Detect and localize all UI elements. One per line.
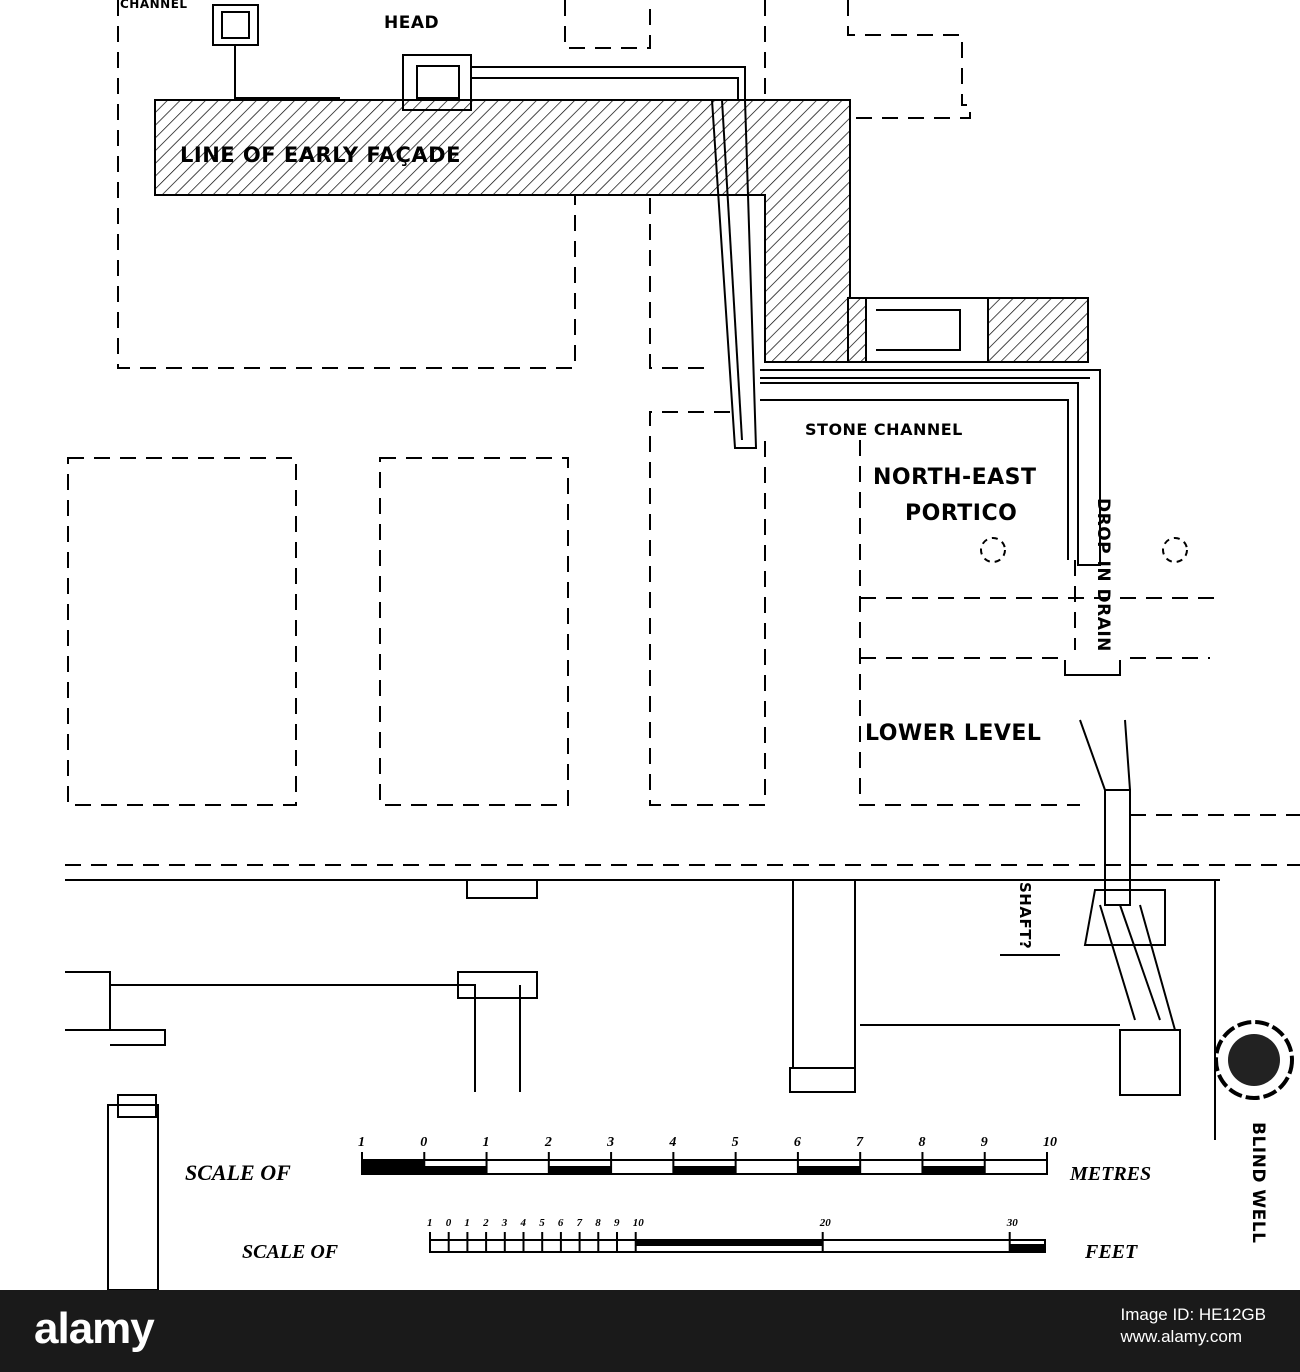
- label-ne-portico-2: PORTICO: [905, 501, 1017, 526]
- feet-scale-prefix: SCALE OF: [242, 1241, 339, 1263]
- metre-scale-tick-label: 6: [794, 1135, 801, 1150]
- label-lower-level: LOWER LEVEL: [865, 721, 1041, 746]
- feet-scale-tick-label: 0: [446, 1217, 452, 1229]
- metre-scale-tick-label: 1: [483, 1135, 490, 1150]
- label-drop-in-drain: DROP IN DRAIN: [1093, 498, 1113, 652]
- blind-well: [1214, 1020, 1294, 1100]
- label-stone-channel: STONE CHANNEL: [805, 420, 963, 439]
- drain-channels: [212, 4, 1176, 1031]
- feet-scale-segment: [635, 1240, 823, 1246]
- metre-scale-tick-label: 1: [358, 1135, 365, 1150]
- metre-scale-tick-label: 5: [732, 1135, 739, 1150]
- label-early-facade: LINE OF EARLY FAÇADE: [180, 143, 461, 167]
- watermark-bar: alamy Image ID: HE12GB www.alamy.com: [0, 1290, 1300, 1372]
- lower-walls: [65, 879, 1220, 1290]
- metre-scale-prefix: SCALE OF: [185, 1160, 291, 1185]
- watermark-image-id: Image ID: HE12GB: [1120, 1305, 1266, 1324]
- metre-scale-tick-label: 2: [544, 1135, 552, 1150]
- metre-scale-tick-label: 8: [918, 1135, 925, 1150]
- site-plan-drawing: CHANNEL HEAD LINE OF EARLY FAÇADE STONE …: [65, 0, 1300, 1290]
- label-shaft: SHAFT?: [1016, 882, 1034, 949]
- label-blind-well: BLIND WELL: [1248, 1122, 1268, 1243]
- feet-scale-tick-label: 2: [482, 1217, 489, 1229]
- portico-columns: [980, 537, 1188, 563]
- watermark-info: Image ID: HE12GB www.alamy.com: [1120, 1304, 1266, 1348]
- metre-scale-unit: METRES: [1069, 1163, 1151, 1185]
- feet-scale-tick-label: 3: [501, 1217, 508, 1229]
- metre-scale-tick-label: 10: [1043, 1135, 1057, 1150]
- feet-scale-tick-label: 9: [614, 1217, 620, 1229]
- label-ne-portico-1: NORTH-EAST: [873, 465, 1037, 490]
- hatched-walls: [154, 99, 1089, 363]
- label-channel: CHANNEL: [120, 0, 188, 11]
- metre-scale-tick-label: 9: [981, 1135, 988, 1150]
- feet-scale-tick-label: 1: [464, 1217, 470, 1229]
- feet-scale-tick-label: 4: [520, 1217, 527, 1229]
- dashed-room-outlines: [65, 0, 1300, 866]
- feet-scale-tick-label: 6: [558, 1217, 564, 1229]
- watermark-site: www.alamy.com: [1120, 1327, 1243, 1346]
- feet-scale-unit: FEET: [1084, 1241, 1138, 1263]
- metre-scale-segment: [922, 1166, 985, 1174]
- label-head: HEAD: [384, 13, 439, 33]
- feet-scale-tick-label: 5: [539, 1217, 545, 1229]
- metre-scale-tick-label: 4: [668, 1135, 676, 1150]
- metre-scale-segment: [424, 1166, 487, 1174]
- feet-scale-tick-label: 20: [819, 1217, 832, 1229]
- metre-scale-segment: [797, 1166, 861, 1174]
- feet-scale-tick-label: 10: [633, 1217, 645, 1229]
- metre-scale-segment: [548, 1166, 612, 1174]
- metre-scale-segment: [673, 1166, 736, 1174]
- metre-scale-tick-label: 7: [856, 1135, 864, 1150]
- feet-scale-tick-label: 8: [595, 1217, 601, 1229]
- feet-scale-tick-label: 30: [1006, 1217, 1019, 1229]
- feet-scale-tick-label: 1: [427, 1217, 433, 1229]
- metre-scale-tick-label: 3: [606, 1135, 614, 1150]
- metre-scale-tick-label: 0: [420, 1135, 427, 1150]
- feet-scale-tick-label: 7: [577, 1217, 583, 1229]
- feet-scale-segment: [1009, 1244, 1045, 1252]
- watermark-logo: alamy: [34, 1304, 155, 1353]
